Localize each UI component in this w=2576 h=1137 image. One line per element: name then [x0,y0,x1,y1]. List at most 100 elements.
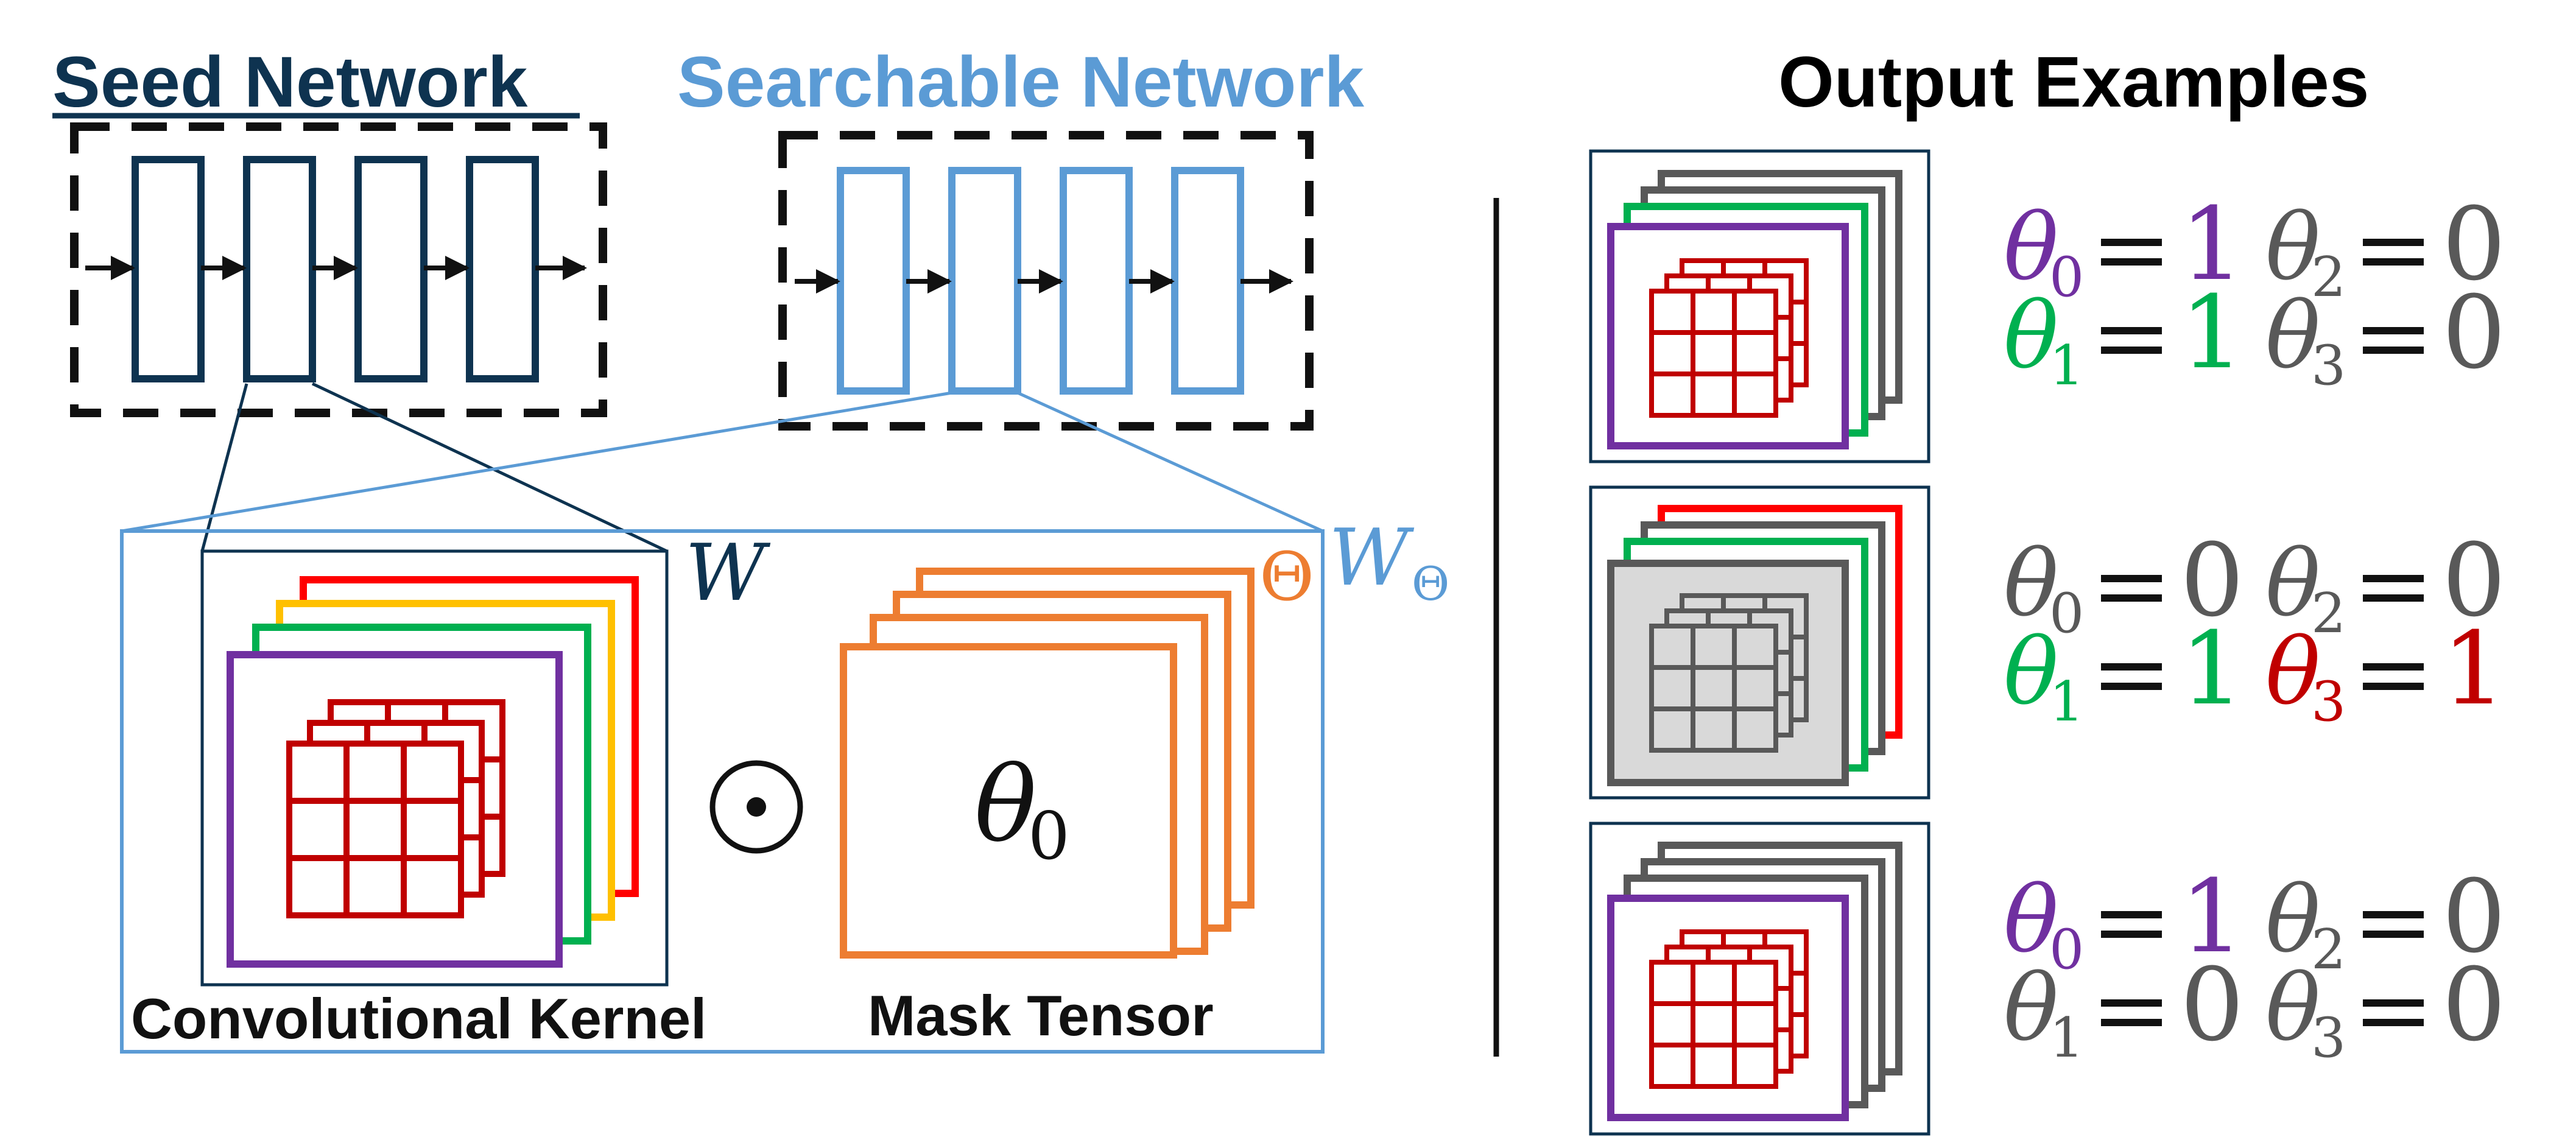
seed-zoom-line-left [200,383,248,552]
equation-theta-symbol: θ [2265,531,2320,637]
output-examples-heading: Output Examples [1778,42,2369,122]
equation-subscript: 2 [2311,918,2346,982]
equals-sign-top [2363,911,2424,918]
equation-value: 0 [2180,522,2244,639]
equation-theta-symbol: θ [2004,956,2058,1061]
equals-sign-top [2101,663,2162,671]
mask-tensor-label: Mask Tensor [868,984,1214,1047]
equals-sign-bottom [2101,594,2162,602]
kernel-stack [227,576,639,968]
equation-value: 0 [2442,274,2506,391]
equals-sign-top [2101,575,2162,582]
seed-layer-1 [132,156,205,382]
seed-layer-4 [466,156,539,382]
equation-value: 0 [2442,946,2506,1063]
kernel-grid-front [286,741,464,918]
equals-sign-top [2363,575,2424,582]
equation-subscript: 2 [2311,582,2346,646]
equals-sign-bottom [2363,1019,2424,1026]
output-example-2 [1589,485,1930,800]
odot-dot [747,797,766,817]
equation-subscript: 1 [2049,334,2084,398]
example-1-weight-grid [1649,258,1809,418]
equation-value: 1 [2180,274,2244,391]
equation-theta-symbol: θ [2004,195,2058,301]
mask-theta-subscript: 0 [1028,798,1070,875]
equals-sign-bottom [2101,347,2162,354]
zoom-connectors [121,382,1324,553]
equation-theta-symbol: θ [2004,867,2058,973]
searchable-layer-3 [1060,167,1133,395]
equals-sign-bottom [2101,683,2162,690]
equals-sign-bottom [2101,931,2162,938]
equation-value: 0 [2442,186,2506,303]
equals-sign-bottom [2101,1019,2162,1026]
equation-subscript: 1 [2049,1006,2084,1070]
searchable-network [778,131,1314,431]
mask-slice-1 [840,643,1177,959]
equals-sign-top [2363,663,2424,671]
example-1-frame [1589,149,1930,463]
equation-value: 0 [2180,946,2244,1063]
equals-sign-top [2101,911,2162,918]
output-example-1 [1589,149,1930,463]
equation-subscript: 2 [2311,245,2346,309]
equation-theta-0: θ0 1 [2004,186,2244,309]
equation-theta-2: θ2 0 [2265,522,2506,646]
output-example-3 [1589,822,1930,1136]
equals-sign-top [2363,999,2424,1007]
searchable-zoom-line-right [1016,391,1324,533]
equals-sign-top [2101,327,2162,334]
seed-network-border [70,122,607,417]
kernel-weight-grid [286,699,505,918]
equation-theta-symbol: θ [2004,283,2058,389]
searchable-zoom-line-left [121,391,952,533]
equation-subscript: 3 [2311,1006,2346,1070]
searchable-layer-2 [948,167,1021,395]
searchable-weight-frame [120,529,1325,1054]
equation-value: 0 [2442,522,2506,639]
elementwise-product-operator [709,760,803,854]
equation-theta-symbol: θ [2265,619,2320,725]
weight-detail-panel: θ 0 Convolutional Kernel Mask Tensor W Θ… [120,513,1449,1054]
mask-theta-symbol: θ [974,745,1036,865]
masked-weight-symbol-w: W [1329,513,1415,604]
searchable-layer-4 [1171,167,1244,395]
equation-value: 1 [2180,610,2244,727]
equation-theta-symbol: θ [2265,195,2320,301]
example-2-frame [1589,485,1930,800]
equals-sign-top [2363,239,2424,246]
convolutional-kernel-label: Convolutional Kernel [131,987,706,1051]
equation-theta-symbol: θ [2265,867,2320,973]
seed-zoom-line-right [311,382,668,553]
masked-weight-subscript-theta: Θ [1412,557,1449,611]
equation-theta-2: θ2 0 [2265,186,2506,309]
example-3-frame [1589,822,1930,1136]
mask-symbol-theta: Θ [1259,538,1314,616]
odot-circle [709,760,803,854]
equation-subscript: 0 [2049,918,2084,982]
equation-theta-3: θ3 0 [2265,946,2506,1070]
seed-layer-3 [354,156,428,382]
equation-theta-symbol: θ [2265,956,2320,1061]
searchable-layer-1 [837,167,910,395]
equation-subscript: 0 [2049,245,2084,309]
equation-value: 1 [2180,858,2244,975]
searchable-network-heading: Searchable Network [677,42,1364,122]
equation-theta-symbol: θ [2004,619,2058,725]
equals-sign-bottom [2363,258,2424,266]
equation-subscript: 1 [2049,670,2084,734]
equals-sign-bottom [2363,347,2424,354]
equation-value: 1 [2180,186,2244,303]
mask-tensor-stack: θ 0 [840,568,1255,959]
weight-symbol-w: W [685,528,771,619]
